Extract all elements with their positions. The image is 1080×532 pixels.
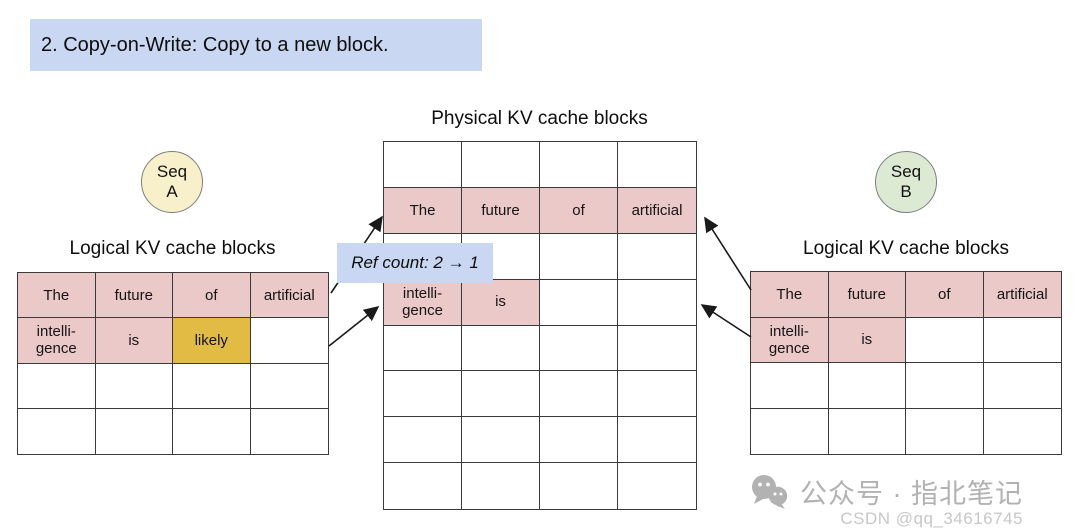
kv-cell: The	[18, 273, 96, 319]
kv-cell	[984, 409, 1062, 455]
kv-cell: future	[462, 187, 540, 234]
physical-blocks-label: Physical KV cache blocks	[431, 108, 648, 129]
kv-cell: artificial	[983, 272, 1061, 318]
kv-cell: future	[95, 273, 173, 319]
wechat-watermark-text: 公众号 · 指北笔记	[800, 479, 1023, 509]
arrow-a-row2-to-physical	[328, 306, 380, 347]
kv-cell	[618, 326, 696, 372]
kv-cell	[96, 408, 173, 454]
kv-cell: The	[384, 187, 462, 234]
csdn-watermark-text: CSDN @qq_34616745	[840, 509, 1023, 528]
kv-cell	[540, 417, 618, 464]
arrow-b-row2-to-physical	[700, 304, 752, 338]
kv-cell: of	[173, 273, 251, 319]
kv-cell	[384, 463, 462, 509]
kv-cell: artificial	[618, 187, 696, 234]
kv-cell	[462, 325, 540, 372]
seq-b-badge: Seq B	[875, 151, 937, 213]
ref-count-callout: Ref count: 2 → 1	[337, 243, 493, 283]
kv-cell	[751, 363, 829, 409]
kv-cell: artificial	[250, 273, 328, 319]
arrow-b-row1-to-physical	[704, 216, 752, 291]
kv-cell	[462, 233, 540, 280]
kv-cell: of	[906, 272, 984, 318]
kv-cell	[462, 417, 540, 464]
title-text: 2. Copy-on-Write: Copy to a new block.	[41, 33, 389, 56]
kv-cell: is	[462, 279, 540, 326]
kv-cell	[540, 371, 618, 418]
kv-cell	[828, 363, 906, 409]
logical-b-label: Logical KV cache blocks	[803, 238, 1009, 259]
kv-cell	[462, 371, 540, 418]
kv-cell	[618, 371, 696, 418]
kv-cell	[250, 318, 328, 364]
kv-cell: intelli- gence	[18, 318, 96, 364]
kv-cell	[462, 142, 540, 188]
kv-cell	[18, 363, 96, 409]
kv-cell	[983, 318, 1061, 363]
watermark: 公众号 · 指北笔记 CSDN @qq_34616745	[750, 472, 1023, 529]
kv-cell	[751, 408, 829, 454]
kv-cell	[618, 234, 696, 280]
kv-cell	[906, 408, 984, 454]
kv-cell	[173, 363, 251, 409]
kv-cell	[251, 409, 329, 454]
kv-cell	[462, 463, 540, 509]
ref-count-text: Ref count: 2 → 1	[351, 253, 479, 272]
kv-cell	[540, 325, 618, 372]
kv-cell: is	[95, 318, 173, 364]
title-banner: 2. Copy-on-Write: Copy to a new block.	[30, 19, 482, 71]
kv-cell	[540, 279, 618, 326]
seq-a-badge: Seq A	[141, 151, 203, 213]
kv-cell	[384, 325, 462, 372]
kv-cell: future	[828, 272, 906, 318]
kv-cell: intelli- gence	[751, 317, 829, 363]
kv-cell: likely	[173, 318, 251, 364]
kv-cell	[384, 417, 462, 464]
kv-cell: of	[540, 187, 618, 234]
kv-cell	[618, 142, 696, 188]
kv-cell: intelli- gence	[384, 279, 462, 326]
logical-a-label: Logical KV cache blocks	[69, 238, 276, 259]
kv-cell	[906, 317, 984, 363]
kv-cell	[173, 408, 251, 454]
wechat-icon	[752, 474, 788, 509]
kv-cell	[384, 371, 462, 418]
kv-cell	[829, 408, 906, 454]
kv-cell	[618, 417, 696, 464]
wechat-watermark-line: 公众号 · 指北笔记	[750, 472, 1023, 511]
kv-cell	[540, 233, 618, 280]
kv-cell: The	[751, 272, 829, 318]
kv-cell	[618, 463, 696, 509]
kv-cell	[540, 142, 618, 188]
kv-cell	[540, 463, 618, 509]
kv-cell	[95, 363, 173, 409]
kv-cell: is	[828, 317, 906, 363]
kv-cell	[906, 363, 984, 409]
kv-cell	[384, 142, 462, 188]
kv-cell	[250, 364, 328, 409]
kv-cell	[618, 280, 696, 326]
kv-cell	[18, 408, 96, 454]
kv-cell	[983, 363, 1061, 409]
